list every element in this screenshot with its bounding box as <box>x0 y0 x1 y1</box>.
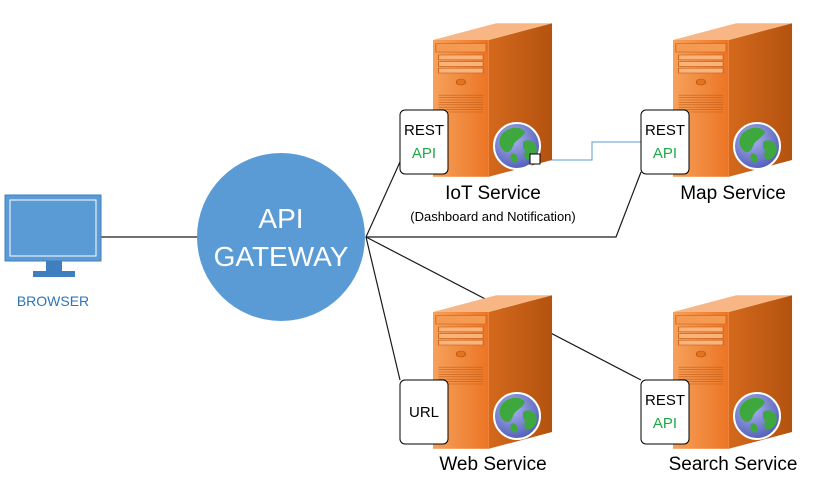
gateway-label-line1: API <box>258 203 303 234</box>
iot-api-badge <box>399 109 449 175</box>
search-api-badge <box>640 379 690 445</box>
map-badge-top: REST <box>645 122 685 139</box>
web-badge-top: URL <box>409 404 439 421</box>
gateway-label-line2: GATEWAY <box>214 241 349 272</box>
gateway-map-line <box>366 171 642 238</box>
search-badge-top: REST <box>645 392 685 409</box>
iot-badge-bottom: API <box>412 145 436 162</box>
search-service-title: Search Service <box>669 454 798 475</box>
gateway-iot-line <box>365 161 401 238</box>
iot-connector-port <box>529 153 541 165</box>
search-globe-icon <box>733 392 781 440</box>
web-globe-icon <box>493 392 541 440</box>
api-gateway-circle <box>197 153 365 321</box>
map-globe-icon <box>733 122 781 170</box>
iot-badge-top: REST <box>404 122 444 139</box>
web-service-title: Web Service <box>439 454 546 475</box>
browser-label: BROWSER <box>17 293 89 309</box>
iot-map-link-line <box>540 141 641 161</box>
gateway-web-line <box>365 236 401 381</box>
iot-service-title: IoT Service <box>445 183 541 204</box>
iot-service-subtitle: (Dashboard and Notification) <box>410 209 575 224</box>
map-service-title: Map Service <box>680 183 786 204</box>
search-badge-bottom: API <box>653 415 677 432</box>
map-badge-bottom: API <box>653 145 677 162</box>
map-api-badge <box>640 109 690 175</box>
browser-monitor-icon <box>4 194 102 277</box>
web-url-badge <box>399 379 449 445</box>
